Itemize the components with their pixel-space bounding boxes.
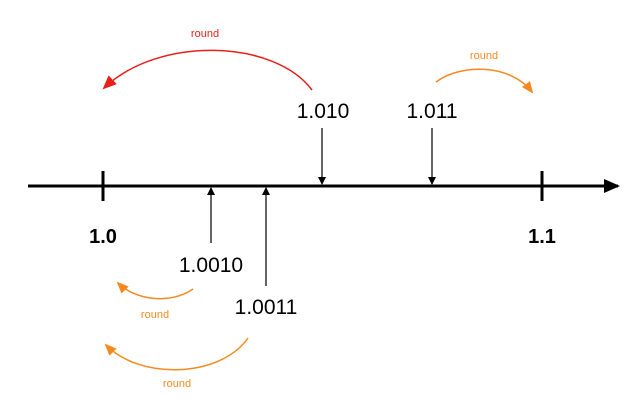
value-label-1-010: 1.010 bbox=[297, 100, 350, 123]
tick-label-1-1: 1.1 bbox=[528, 226, 556, 248]
value-label-1-0010: 1.0010 bbox=[179, 254, 243, 277]
round-label-orange-1-0010: round bbox=[141, 309, 169, 321]
round-arrow-orange-1-0010 bbox=[116, 281, 194, 300]
round-arrow-orange-right bbox=[435, 68, 534, 94]
round-label-red: round bbox=[191, 28, 219, 40]
value-label-1-0011: 1.0011 bbox=[235, 296, 298, 319]
axis-arrowhead-icon bbox=[604, 179, 620, 193]
round-label-orange-1-0011: round bbox=[163, 378, 191, 390]
round-arrow-orange-1-0011 bbox=[104, 337, 249, 371]
tick-label-1-0: 1.0 bbox=[89, 226, 117, 248]
value-label-1-011: 1.011 bbox=[407, 100, 458, 123]
round-arrow-red bbox=[102, 49, 313, 91]
round-label-orange-right: round bbox=[470, 50, 498, 62]
